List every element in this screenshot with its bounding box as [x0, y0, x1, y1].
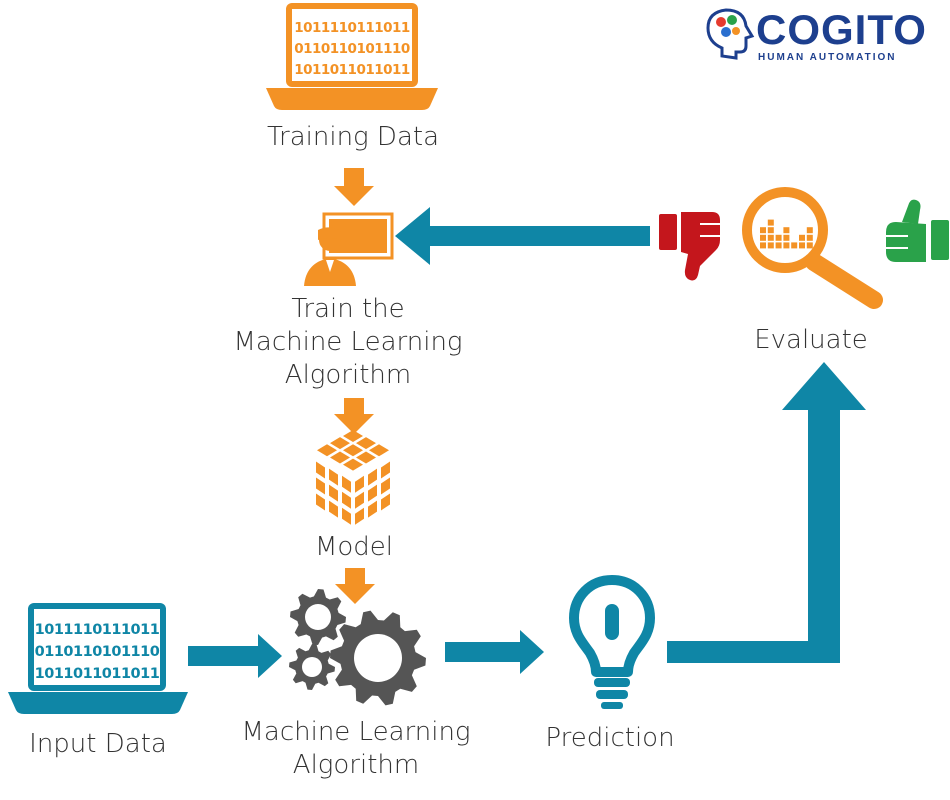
prediction-label: Prediction — [545, 723, 675, 753]
binary-line: 1011110111011 — [294, 20, 410, 36]
logo-tagline: HUMAN AUTOMATION — [758, 52, 897, 63]
magnifier-chart-icon — [742, 187, 883, 309]
binary-line: 1011011011011 — [35, 666, 160, 682]
thumbs-down-icon — [659, 212, 720, 281]
arrow-right-icon — [445, 630, 544, 674]
arrow-right-icon — [188, 634, 282, 678]
input-data-label: Input Data — [29, 729, 167, 759]
arrow-down-icon — [334, 398, 374, 434]
arrow-left-icon — [395, 207, 650, 265]
arrow-up-path — [667, 362, 866, 663]
train-label-line3: Algorithm — [284, 360, 412, 390]
training-data-label: Training Data — [266, 122, 440, 152]
binary-line: 1011110111011 — [35, 622, 160, 638]
lightbulb-icon — [569, 575, 655, 709]
cogito-logo-icon — [706, 8, 755, 60]
model-label: Model — [314, 532, 394, 562]
ml-algorithm-line1: Machine Learning — [241, 717, 471, 747]
arrow-down-icon — [335, 568, 375, 604]
gears-icon — [289, 589, 426, 706]
train-label-line1: Train the — [291, 294, 405, 324]
logo-name: COGITO — [756, 6, 927, 53]
arrow-down-icon — [334, 168, 374, 206]
ml-algorithm-line2: Algorithm — [292, 750, 420, 780]
thumbs-up-icon — [886, 199, 949, 262]
evaluate-label: Evaluate — [754, 325, 868, 355]
binary-line: 1011011011011 — [294, 62, 410, 78]
presenter-icon — [304, 212, 394, 286]
binary-line: 0110110101110 — [35, 644, 160, 660]
cube-grid-icon — [316, 430, 390, 525]
input-laptop-icon: 1011110111011 0110110101110 101101101101… — [8, 603, 188, 714]
binary-line: 0110110101110 — [294, 41, 410, 57]
train-label-line2: Machine Learning — [233, 327, 463, 357]
training-laptop-icon: 1011110111011 0110110101110 101101101101… — [266, 3, 438, 110]
